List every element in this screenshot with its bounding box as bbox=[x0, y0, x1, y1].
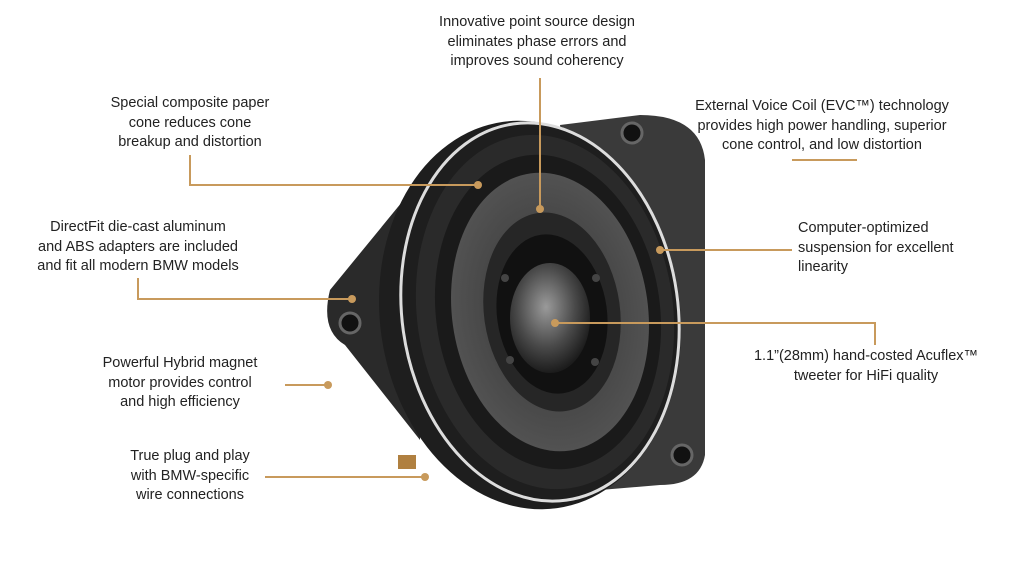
callout-line: linearity bbox=[798, 259, 848, 275]
callout-tweeter: 1.1”(28mm) hand-costed Acuflex™ tweeter … bbox=[754, 347, 978, 386]
callout-line: External Voice Coil (EVC™) technology bbox=[695, 98, 949, 114]
callout-line: eliminates phase errors and bbox=[447, 33, 627, 50]
callout-line: and fit all modern BMW models bbox=[37, 258, 239, 274]
leader-lines bbox=[137, 78, 876, 478]
callout-line: and high efficiency bbox=[120, 394, 240, 410]
callout-line: wire connections bbox=[135, 487, 244, 503]
callout-point-source: Innovative point source design eliminate… bbox=[439, 13, 635, 72]
callout-directfit: DirectFit die-cast aluminum and ABS adap… bbox=[37, 218, 238, 277]
callout-line: motor provides control bbox=[108, 374, 252, 391]
callout-line: cone control, and low distortion bbox=[722, 137, 922, 153]
callout-line: improves sound coherency bbox=[450, 53, 624, 69]
callout-line: Computer-optimized bbox=[798, 220, 929, 236]
callout-line: and ABS adapters are included bbox=[38, 238, 238, 255]
callout-suspension: Computer-optimized suspension for excell… bbox=[798, 219, 954, 278]
callout-paper-cone: Special composite paper cone reduces con… bbox=[111, 94, 270, 153]
leader-dots bbox=[324, 181, 664, 481]
callout-line: Innovative point source design bbox=[439, 14, 635, 30]
callout-line: breakup and distortion bbox=[118, 134, 262, 150]
callout-line: Powerful Hybrid magnet bbox=[102, 355, 258, 371]
callout-line: True plug and play bbox=[130, 448, 250, 464]
callout-line: Special composite paper bbox=[110, 95, 270, 111]
callout-line: DirectFit die-cast aluminum bbox=[50, 219, 226, 235]
speaker-frame bbox=[327, 115, 705, 510]
callout-plug: True plug and play with BMW-specific wir… bbox=[130, 447, 250, 506]
callout-line: provides high power handling, superior bbox=[697, 117, 947, 134]
callout-evc: External Voice Coil (EVC™) technology pr… bbox=[695, 97, 949, 156]
callout-line: suspension for excellent bbox=[798, 239, 954, 256]
callout-line: cone reduces cone bbox=[128, 114, 252, 131]
callout-line: with BMW-specific bbox=[130, 467, 250, 484]
callout-line: tweeter for HiFi quality bbox=[793, 367, 939, 384]
callout-magnet: Powerful Hybrid magnet motor provides co… bbox=[103, 354, 258, 413]
callout-line: 1.1”(28mm) hand-costed Acuflex™ bbox=[753, 348, 979, 364]
